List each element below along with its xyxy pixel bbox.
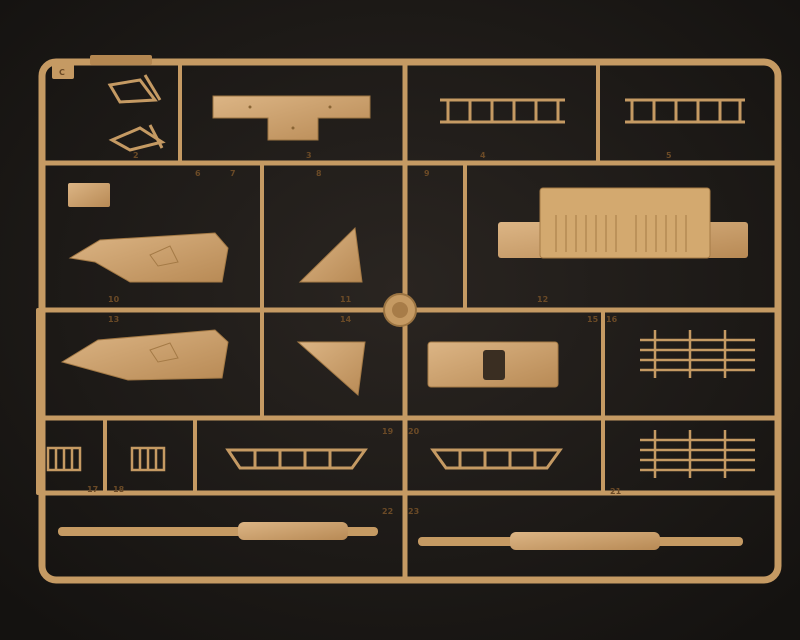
svg-text:17: 17 (87, 485, 98, 494)
part-small-block (68, 183, 110, 207)
svg-text:10: 10 (108, 295, 120, 304)
svg-text:23: 23 (408, 507, 419, 516)
part-hatch-plate (427, 341, 559, 388)
svg-text:18: 18 (113, 485, 125, 494)
part-side-panel-upper (68, 232, 229, 283)
svg-text:20: 20 (408, 427, 420, 436)
svg-text:8: 8 (316, 169, 322, 178)
svg-text:15: 15 (587, 315, 599, 324)
part-barrel-right (418, 532, 743, 550)
sprue-frame (36, 58, 782, 584)
part-rack-right (430, 448, 563, 470)
svg-text:12: 12 (537, 295, 548, 304)
svg-text:C: C (59, 68, 65, 77)
part-ladder-5 (625, 98, 745, 124)
svg-text:14: 14 (340, 315, 352, 324)
svg-text:13: 13 (108, 315, 119, 324)
svg-text:16: 16 (606, 315, 618, 324)
part-side-panel-lower (60, 329, 229, 381)
svg-text:9: 9 (424, 169, 430, 178)
part-rack-left (225, 448, 368, 470)
part-small-brackets (107, 74, 166, 152)
part-small-ladders (46, 446, 166, 472)
svg-text:11: 11 (340, 295, 352, 304)
manufacturer-logo-medallion (383, 293, 417, 327)
part-triangle-lower (296, 341, 366, 396)
svg-text:21: 21 (610, 487, 622, 496)
part-barrel-left (58, 522, 378, 540)
svg-text:22: 22 (382, 507, 393, 516)
part-top-plate (212, 95, 371, 141)
part-grille-upper (640, 330, 755, 378)
svg-text:7: 7 (230, 169, 236, 178)
sprue-letter-tab: C (52, 55, 152, 79)
part-grille-lower (640, 430, 755, 478)
svg-text:2: 2 (133, 151, 139, 160)
part-ladder-4 (440, 98, 565, 124)
svg-text:5: 5 (666, 151, 672, 160)
part-triangle-upper (298, 226, 363, 283)
part-number-labels: 2 3 4 5 6 7 8 9 10 11 12 13 14 15 16 17 … (87, 151, 672, 516)
svg-text:19: 19 (382, 427, 394, 436)
svg-text:3: 3 (306, 151, 312, 160)
svg-text:4: 4 (480, 151, 486, 160)
part-engine-deck (498, 187, 748, 259)
svg-text:6: 6 (195, 169, 201, 178)
